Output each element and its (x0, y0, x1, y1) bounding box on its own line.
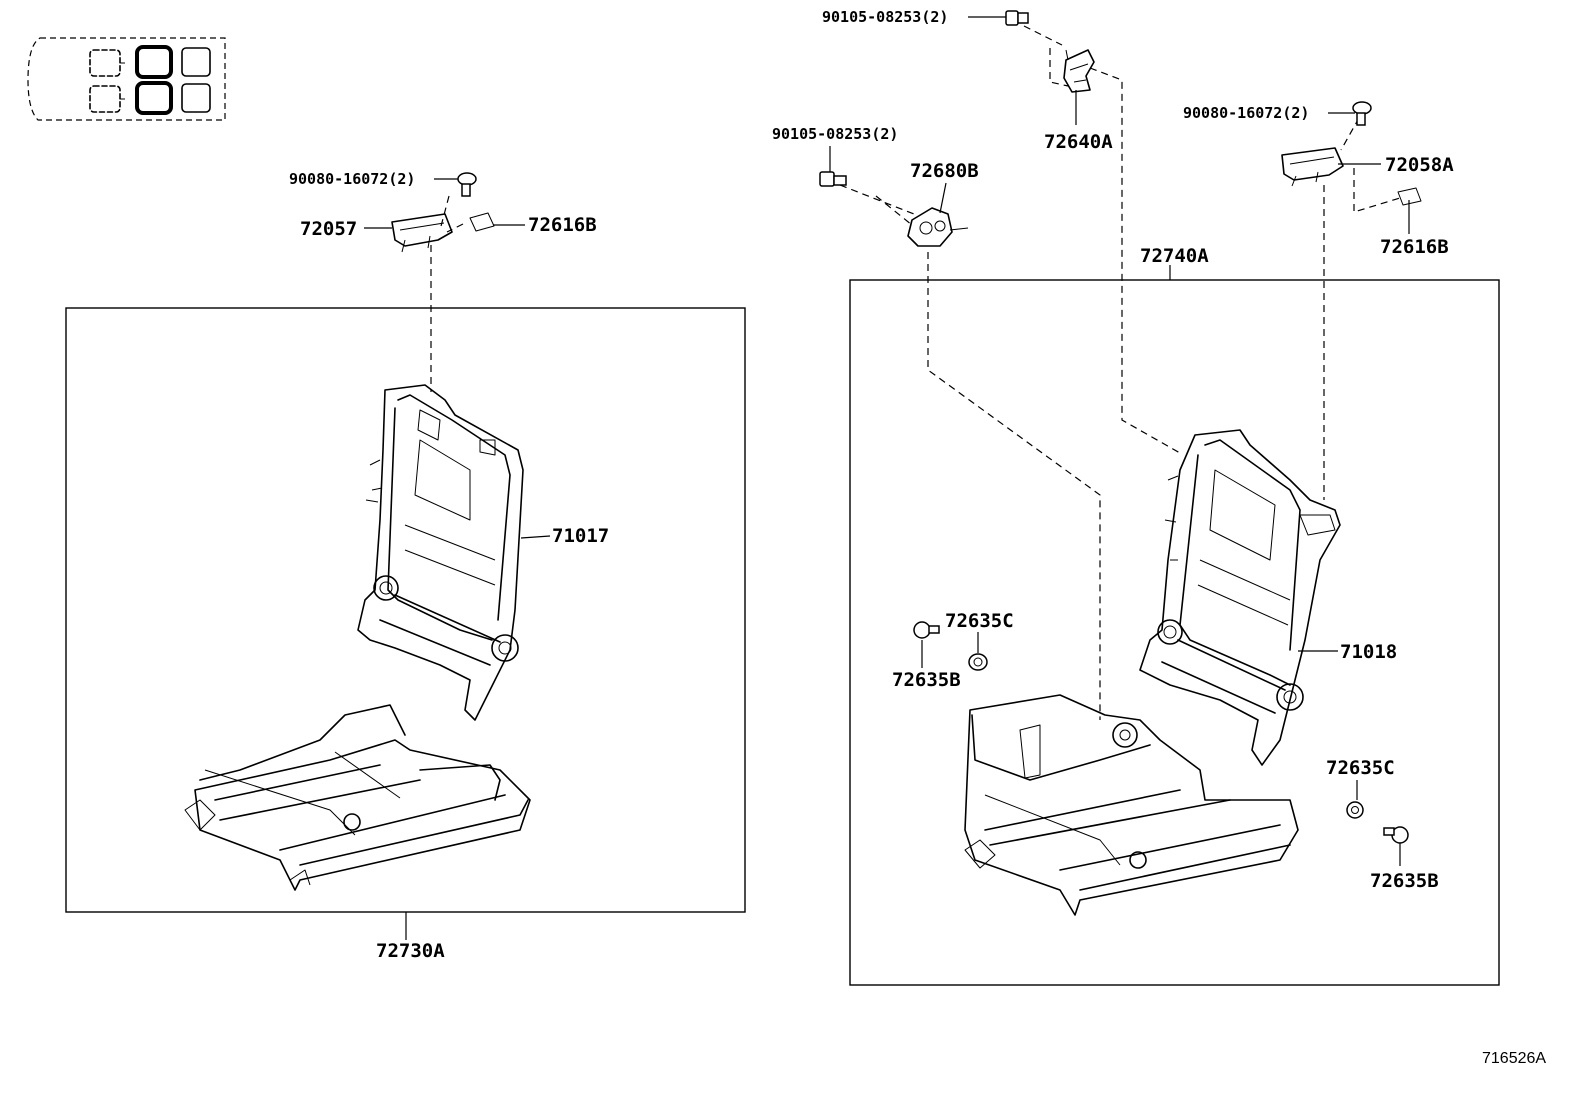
label-72730A: 72730A (376, 940, 445, 962)
label-90105-08253-left: 90105-08253(2) (772, 125, 898, 143)
label-72635B-left: 72635B (892, 669, 961, 691)
figure-number: 716526A (1482, 1050, 1546, 1067)
label-72057: 72057 (300, 218, 357, 240)
assembly-box-72740A (849, 279, 1500, 986)
label-72640A: 72640A (1044, 131, 1113, 153)
small-parts (457, 10, 1422, 844)
nut-icon (1346, 801, 1364, 819)
label-71017: 71017 (552, 525, 609, 547)
seatback-frame-71017-part (357, 384, 524, 721)
label-72635B-right: 72635B (1370, 870, 1439, 892)
label-72616B-left: 72616B (528, 214, 597, 236)
label-90080-16072-right: 90080-16072(2) (1183, 104, 1309, 122)
connection-lines (430, 25, 1401, 720)
label-72635C-right: 72635C (1326, 757, 1395, 779)
label-72740A: 72740A (1140, 245, 1209, 267)
seat-cover-72058A-part (1281, 147, 1344, 187)
screw-icon (1352, 101, 1372, 126)
seat-cover-72057-part (391, 213, 453, 253)
lock-72680B-part (907, 207, 969, 247)
label-72616B-right: 72616B (1380, 236, 1449, 258)
seat-locator-icon (27, 37, 226, 121)
bolt-icon (819, 171, 847, 187)
label-72680B: 72680B (910, 160, 979, 182)
pin-icon (913, 621, 940, 639)
bolt-icon (1005, 10, 1029, 26)
seat-track-right-part (964, 694, 1299, 916)
pad-icon (469, 212, 495, 232)
leader-lines (364, 16, 1410, 940)
label-72635C-left: 72635C (945, 610, 1014, 632)
seatback-frame-71018-part (1139, 429, 1341, 766)
label-90080-16072-left: 90080-16072(2) (289, 170, 415, 188)
label-90105-08253-top: 90105-08253(2) (822, 8, 948, 26)
seat-track-left-part (184, 704, 531, 891)
pad-icon (1397, 187, 1422, 206)
screw-icon (457, 172, 477, 197)
label-72058A: 72058A (1385, 154, 1454, 176)
assembly-box-72730A (65, 307, 746, 913)
covers (391, 49, 1344, 253)
label-71018: 71018 (1340, 641, 1397, 663)
hinge-72640A-part (1063, 49, 1095, 93)
pin-icon (1383, 826, 1409, 844)
nut-icon (968, 653, 988, 671)
